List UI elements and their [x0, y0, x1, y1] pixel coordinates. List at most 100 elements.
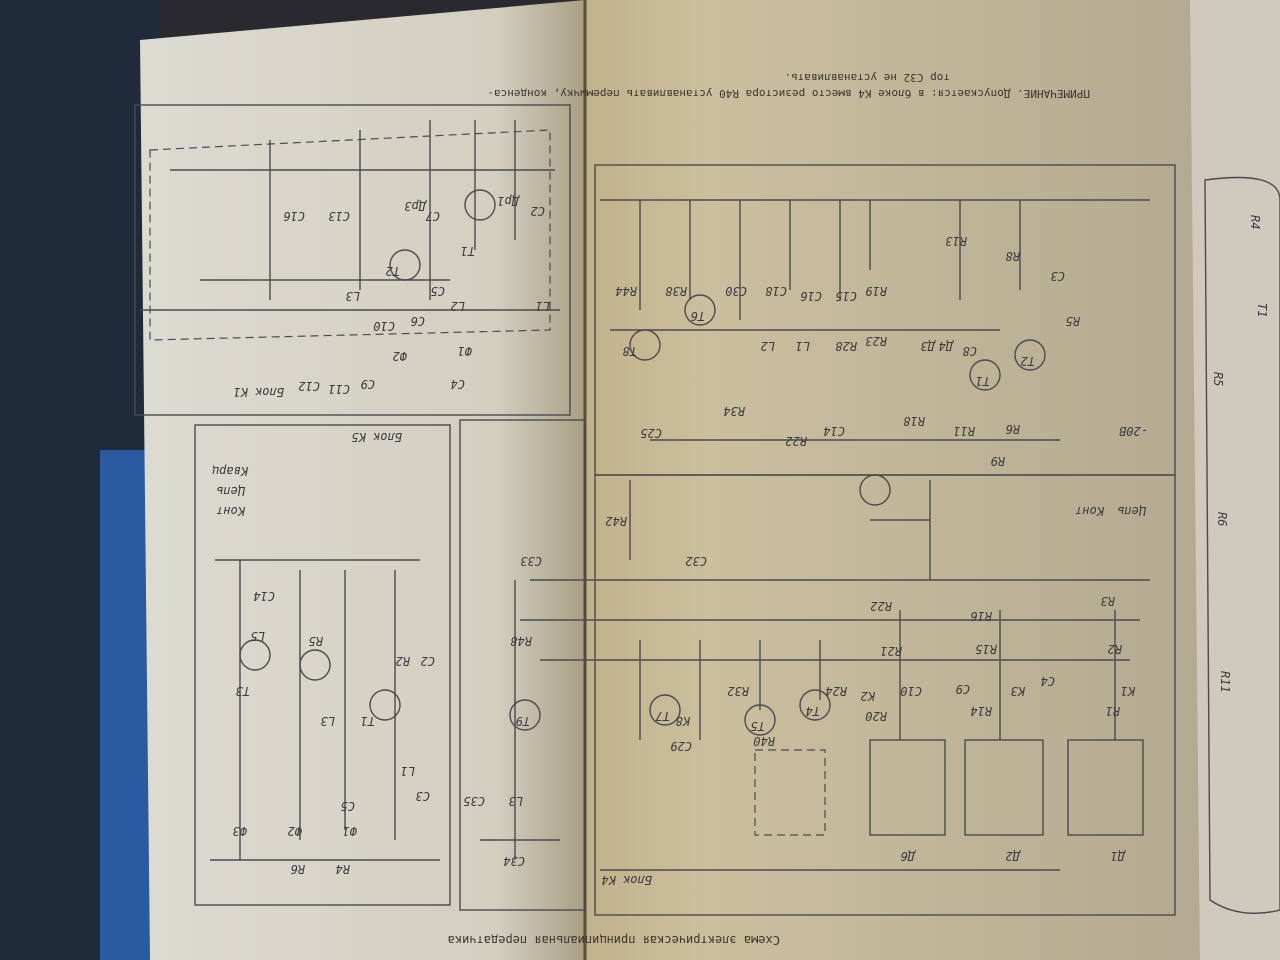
component-label: R20	[865, 709, 887, 723]
component-label: R6	[1006, 422, 1020, 436]
component-label: R28	[835, 339, 857, 353]
left-page	[140, 0, 585, 960]
component-label: C4	[451, 377, 465, 391]
component-label: L1	[796, 339, 810, 353]
component-label: R16	[970, 609, 992, 623]
component-label: R4	[1248, 215, 1262, 229]
next-page-labels: R4 T1 R5 R6 R11	[1211, 215, 1269, 693]
component-label: C33	[520, 554, 542, 568]
component-label: C16	[283, 209, 305, 223]
transistors	[239, 189, 1046, 736]
component-label: Д6	[901, 849, 916, 863]
component-label: L1	[536, 299, 550, 313]
block-k5-frame	[194, 424, 451, 906]
component-label: C35	[463, 794, 485, 808]
component-label: Цепь	[1117, 504, 1147, 518]
component-label: Д1	[1111, 849, 1126, 863]
component-label: R6	[291, 862, 305, 876]
block-k4-frame	[594, 474, 1176, 916]
component-label: T4	[806, 704, 820, 718]
component-label: C25	[640, 426, 662, 440]
component-label: C12	[298, 379, 320, 393]
component-label: Др1	[497, 194, 520, 208]
note-line-1: ПРИМЕЧАНИЕ. Допускается: в блоке К4 вмес…	[487, 87, 1090, 100]
component-label: T9	[516, 714, 530, 728]
component-label: R5	[1066, 314, 1080, 328]
component-label: L3	[321, 714, 335, 728]
wires	[140, 120, 1150, 871]
component-label: R40	[753, 734, 775, 748]
component-label: R42	[605, 514, 627, 528]
component-label: K2	[861, 689, 876, 703]
component-label: C10	[373, 319, 395, 333]
component-label: T8	[623, 344, 637, 358]
component-label: Цепь	[216, 484, 246, 498]
block-k1-label: Блок К1	[233, 385, 284, 399]
component-label: C13	[328, 209, 350, 223]
component-label: C3	[1051, 269, 1065, 283]
component-label: L3	[509, 794, 523, 808]
component-label: Конт	[216, 504, 246, 518]
block-k5-label: Блок К5	[351, 430, 402, 444]
component-label: C16	[800, 289, 822, 303]
component-label: C9	[361, 377, 375, 391]
component-label: L5	[251, 629, 265, 643]
next-page	[1185, 0, 1280, 960]
component-label: L2	[451, 299, 465, 313]
block-k4-frame-left	[459, 419, 586, 911]
component-label: R11	[1218, 671, 1232, 693]
component-label: C5	[341, 799, 355, 813]
component-label: R14	[970, 704, 992, 718]
component-label: R2	[396, 654, 410, 668]
component-label: Ф3	[233, 824, 247, 838]
component-label: -20В	[1119, 424, 1148, 438]
component-label: R18	[903, 414, 925, 428]
component-label: R15	[975, 642, 997, 656]
component-label: Д3	[921, 339, 936, 353]
component-label: R6	[1215, 512, 1229, 526]
component-label: K1	[1121, 684, 1136, 698]
right-upper-labels: T1 T2 T6 T8 R44 R38 C30 C18 C16 C15 R19 …	[615, 234, 1148, 518]
component-label: R11	[953, 424, 975, 438]
component-label: T6	[691, 309, 705, 323]
component-label: R34	[723, 404, 745, 418]
component-label: C14	[253, 589, 275, 603]
right-lower-labels: T4 T5 T7 T9 R42 C32 C33 R3 R22 R16 R21 R…	[463, 514, 1136, 868]
note-line-2: тор С32 не устанавливать.	[784, 71, 950, 84]
component-label: C5	[431, 284, 445, 298]
component-label: C9	[956, 682, 970, 696]
right-page	[585, 0, 1200, 960]
component-label: Д4	[939, 339, 954, 353]
component-label: С8	[963, 344, 977, 358]
component-label: R4	[336, 862, 350, 876]
component-label: Ф2	[393, 349, 407, 363]
component-label: T1	[461, 244, 475, 258]
block-k1-frame	[134, 104, 571, 416]
component-label: R22	[785, 434, 807, 448]
component-label: T5	[751, 719, 765, 733]
component-label: C32	[685, 554, 707, 568]
component-label: L1	[401, 764, 415, 778]
component-label: C30	[725, 284, 747, 298]
next-page-frame	[1204, 176, 1280, 915]
caption: Схема электрическая принципиальная перед…	[448, 933, 780, 947]
component-label: T1	[976, 374, 990, 388]
component-label: R24	[825, 684, 847, 698]
component-label: C14	[823, 424, 845, 438]
component-label: C18	[765, 284, 787, 298]
block-k4-label: Блок К4	[601, 873, 652, 887]
component-label: K3	[1011, 684, 1026, 698]
component-label: C6	[411, 314, 425, 328]
component-label: C4	[1041, 674, 1055, 688]
component-label: C2	[531, 204, 545, 218]
component-label: R2	[1108, 642, 1122, 656]
component-label: C10	[900, 684, 922, 698]
component-label: R21	[880, 644, 902, 658]
component-label: T2	[1021, 354, 1035, 368]
component-label: T2	[386, 264, 400, 278]
component-label: C3	[416, 789, 430, 803]
component-label: Ф1	[458, 344, 472, 358]
component-label: R13	[945, 234, 967, 248]
component-label: Д2	[1006, 849, 1021, 863]
component-label: Кварц	[212, 464, 249, 478]
